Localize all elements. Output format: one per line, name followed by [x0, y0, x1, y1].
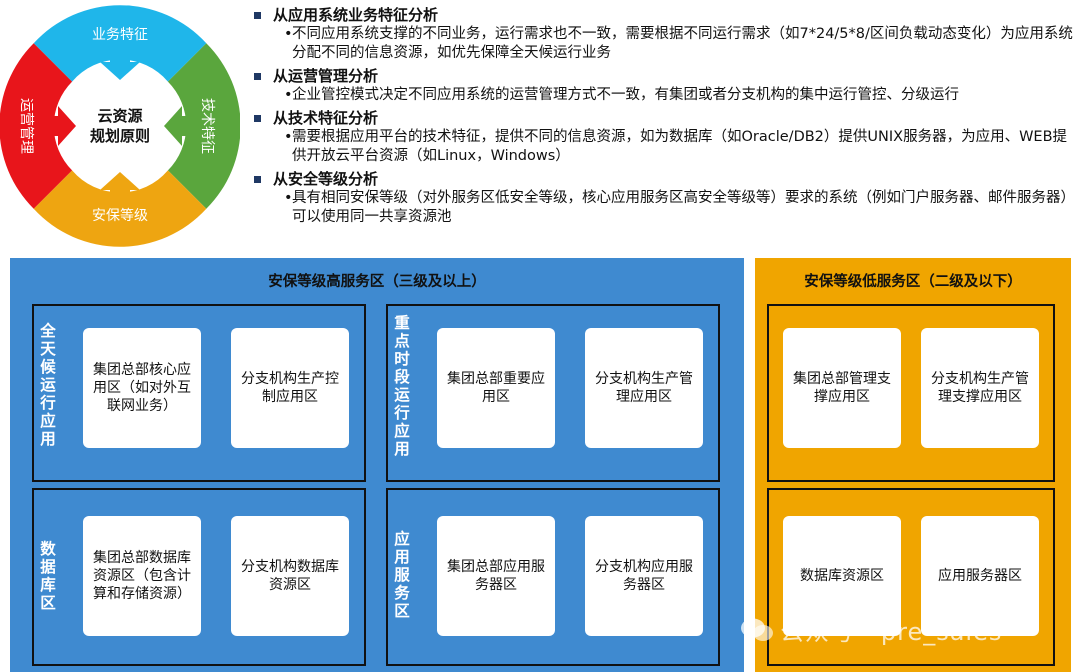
section-title-text: 从应用系统业务特征分析 — [273, 6, 439, 24]
section-title-text: 从技术特征分析 — [273, 109, 379, 127]
section-body: 企业管控模式决定不同应用系统的运营管理方式不一致，有集团或者分支机构的集中运行管… — [252, 86, 1074, 105]
zone-title: 安保等级低服务区（二级及以下） — [804, 274, 1022, 290]
section-title: 从运营管理分析 — [252, 66, 1074, 86]
zone-card: 集团总部管理支撑应用区 — [783, 328, 901, 448]
group-label: 应用服务区 — [394, 530, 410, 620]
zone-card: 数据库资源区 — [783, 516, 901, 636]
wheel-label-business: 业务特征 — [92, 27, 148, 43]
wheel-label-technology: 技术特征 — [199, 98, 215, 154]
group-label: 数据库区 — [40, 540, 56, 612]
wheel-center-line2: 规划原则 — [90, 127, 150, 145]
section-body: 不同应用系统支撑的不同业务，运行需求也不一致，需要根据不同运行需求（如7*24/… — [252, 25, 1074, 63]
group-app-service: 应用服务区 集团总部应用服务器区 分支机构应用服务器区 — [386, 488, 720, 666]
wheel-segment-technology — [167, 43, 240, 209]
group-low-apps: 集团总部管理支撑应用区 分支机构生产管理支撑应用区 — [767, 304, 1055, 482]
wechat-icon — [741, 618, 773, 641]
low-security-zone: 安保等级低服务区（二级及以下） 集团总部管理支撑应用区 分支机构生产管理支撑应用… — [755, 258, 1071, 672]
principles-wheel: 业务特征 安保等级 技术特征 运营管理 云资源 规划原则 — [0, 5, 240, 247]
analysis-list: 从应用系统业务特征分析 不同应用系统支撑的不同业务，运行需求也不一致，需要根据不… — [252, 4, 1074, 230]
group-peak-time: 重点时段运行应用 集团总部重要应用区 分支机构生产管理应用区 — [386, 304, 720, 482]
wheel-segment-operations — [0, 43, 73, 209]
zone-card: 集团总部重要应用区 — [437, 328, 555, 448]
group-label: 重点时段运行应用 — [394, 314, 410, 458]
bullet-square-icon — [254, 175, 261, 183]
section-title-text: 从安全等级分析 — [273, 170, 379, 188]
watermark: 公众号 · pre_sales — [740, 612, 1002, 647]
wheel-label-security: 安保等级 — [92, 207, 148, 224]
group-label: 全天候运行应用 — [40, 322, 56, 448]
bullet-square-icon — [254, 114, 261, 122]
zone-card: 集团总部应用服务器区 — [437, 516, 555, 636]
wheel-segment-security — [33, 170, 207, 247]
zone-card: 分支机构生产管理支撑应用区 — [921, 328, 1039, 448]
bullet-square-icon — [254, 72, 261, 80]
watermark-text: 公众号 · pre_sales — [780, 618, 1003, 646]
arrow-up-icon — [100, 172, 140, 204]
group-always-on: 全天候运行应用 集团总部核心应用区（如对外互联网业务） 分支机构生产控制应用区 — [32, 304, 366, 482]
zone-card: 集团总部核心应用区（如对外互联网业务） — [83, 328, 201, 448]
section-body: 需要根据应用平台的技术特征，提供不同的信息资源，如为数据库（如Oracle/DB… — [252, 128, 1074, 166]
zone-card: 分支机构应用服务器区 — [585, 516, 703, 636]
zone-card: 集团总部数据库资源区（包含计算和存储资源） — [83, 516, 201, 636]
wheel-segment-business — [33, 5, 207, 82]
bullet-square-icon — [254, 11, 261, 19]
section-title: 从安全等级分析 — [252, 169, 1074, 189]
group-database: 数据库区 集团总部数据库资源区（包含计算和存储资源） 分支机构数据库资源区 — [32, 488, 366, 666]
wheel-center-line1: 云资源 — [97, 107, 142, 125]
wheel-label-operations: 运营管理 — [18, 98, 34, 154]
zone-card: 应用服务器区 — [921, 516, 1039, 636]
section-body: 具有相同安保等级（对外服务区低安全等级，核心应用服务区高安全等级等）要求的系统（… — [252, 189, 1074, 227]
zone-card: 分支机构生产管理应用区 — [585, 328, 703, 448]
arrow-right-icon — [44, 106, 76, 146]
wheel-center — [58, 64, 182, 188]
zone-card: 分支机构生产控制应用区 — [231, 328, 349, 448]
section-title: 从技术特征分析 — [252, 108, 1074, 128]
zone-card: 分支机构数据库资源区 — [231, 516, 349, 636]
high-security-zone: 安保等级高服务区（三级及以上） 全天候运行应用 集团总部核心应用区（如对外互联网… — [10, 258, 744, 672]
zone-title: 安保等级高服务区（三级及以上） — [268, 274, 486, 290]
section-title: 从应用系统业务特征分析 — [252, 5, 1074, 25]
group-low-resources: 数据库资源区 应用服务器区 — [767, 488, 1055, 666]
arrow-down-icon — [100, 48, 140, 80]
section-title-text: 从运营管理分析 — [273, 67, 379, 85]
arrow-left-icon — [164, 106, 196, 146]
